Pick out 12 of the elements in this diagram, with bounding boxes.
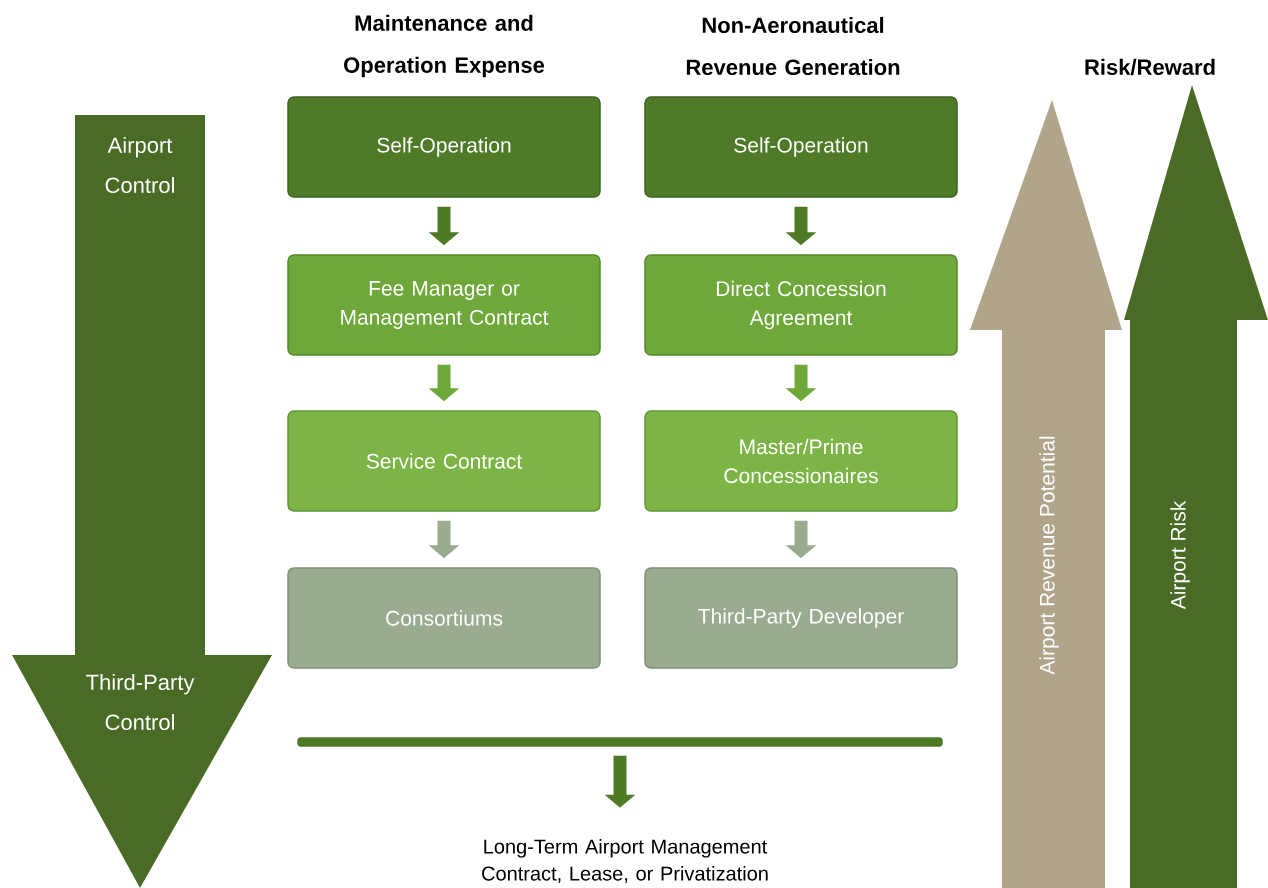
bar: [297, 737, 943, 747]
process-box: Self-Operation: [644, 96, 958, 198]
process-box: Fee Manager or Management Contract: [287, 254, 601, 356]
process-box: Consortiums: [287, 567, 601, 669]
process-box: Third-Party Developer: [644, 567, 958, 669]
process-box: Master/Prime Concessionaires: [644, 410, 958, 512]
process-box: Direct Concession Agreement: [644, 254, 958, 356]
process-box: Self-Operation: [287, 96, 601, 198]
process-box: Service Contract: [287, 410, 601, 512]
column-heading: Risk/Reward: [1085, 58, 1215, 76]
column-heading: Non-Aeronautical Revenue Generation: [686, 16, 900, 76]
outcome-text: Long-Term Airport Management Contract, Lease, or Privatization: [482, 838, 768, 883]
